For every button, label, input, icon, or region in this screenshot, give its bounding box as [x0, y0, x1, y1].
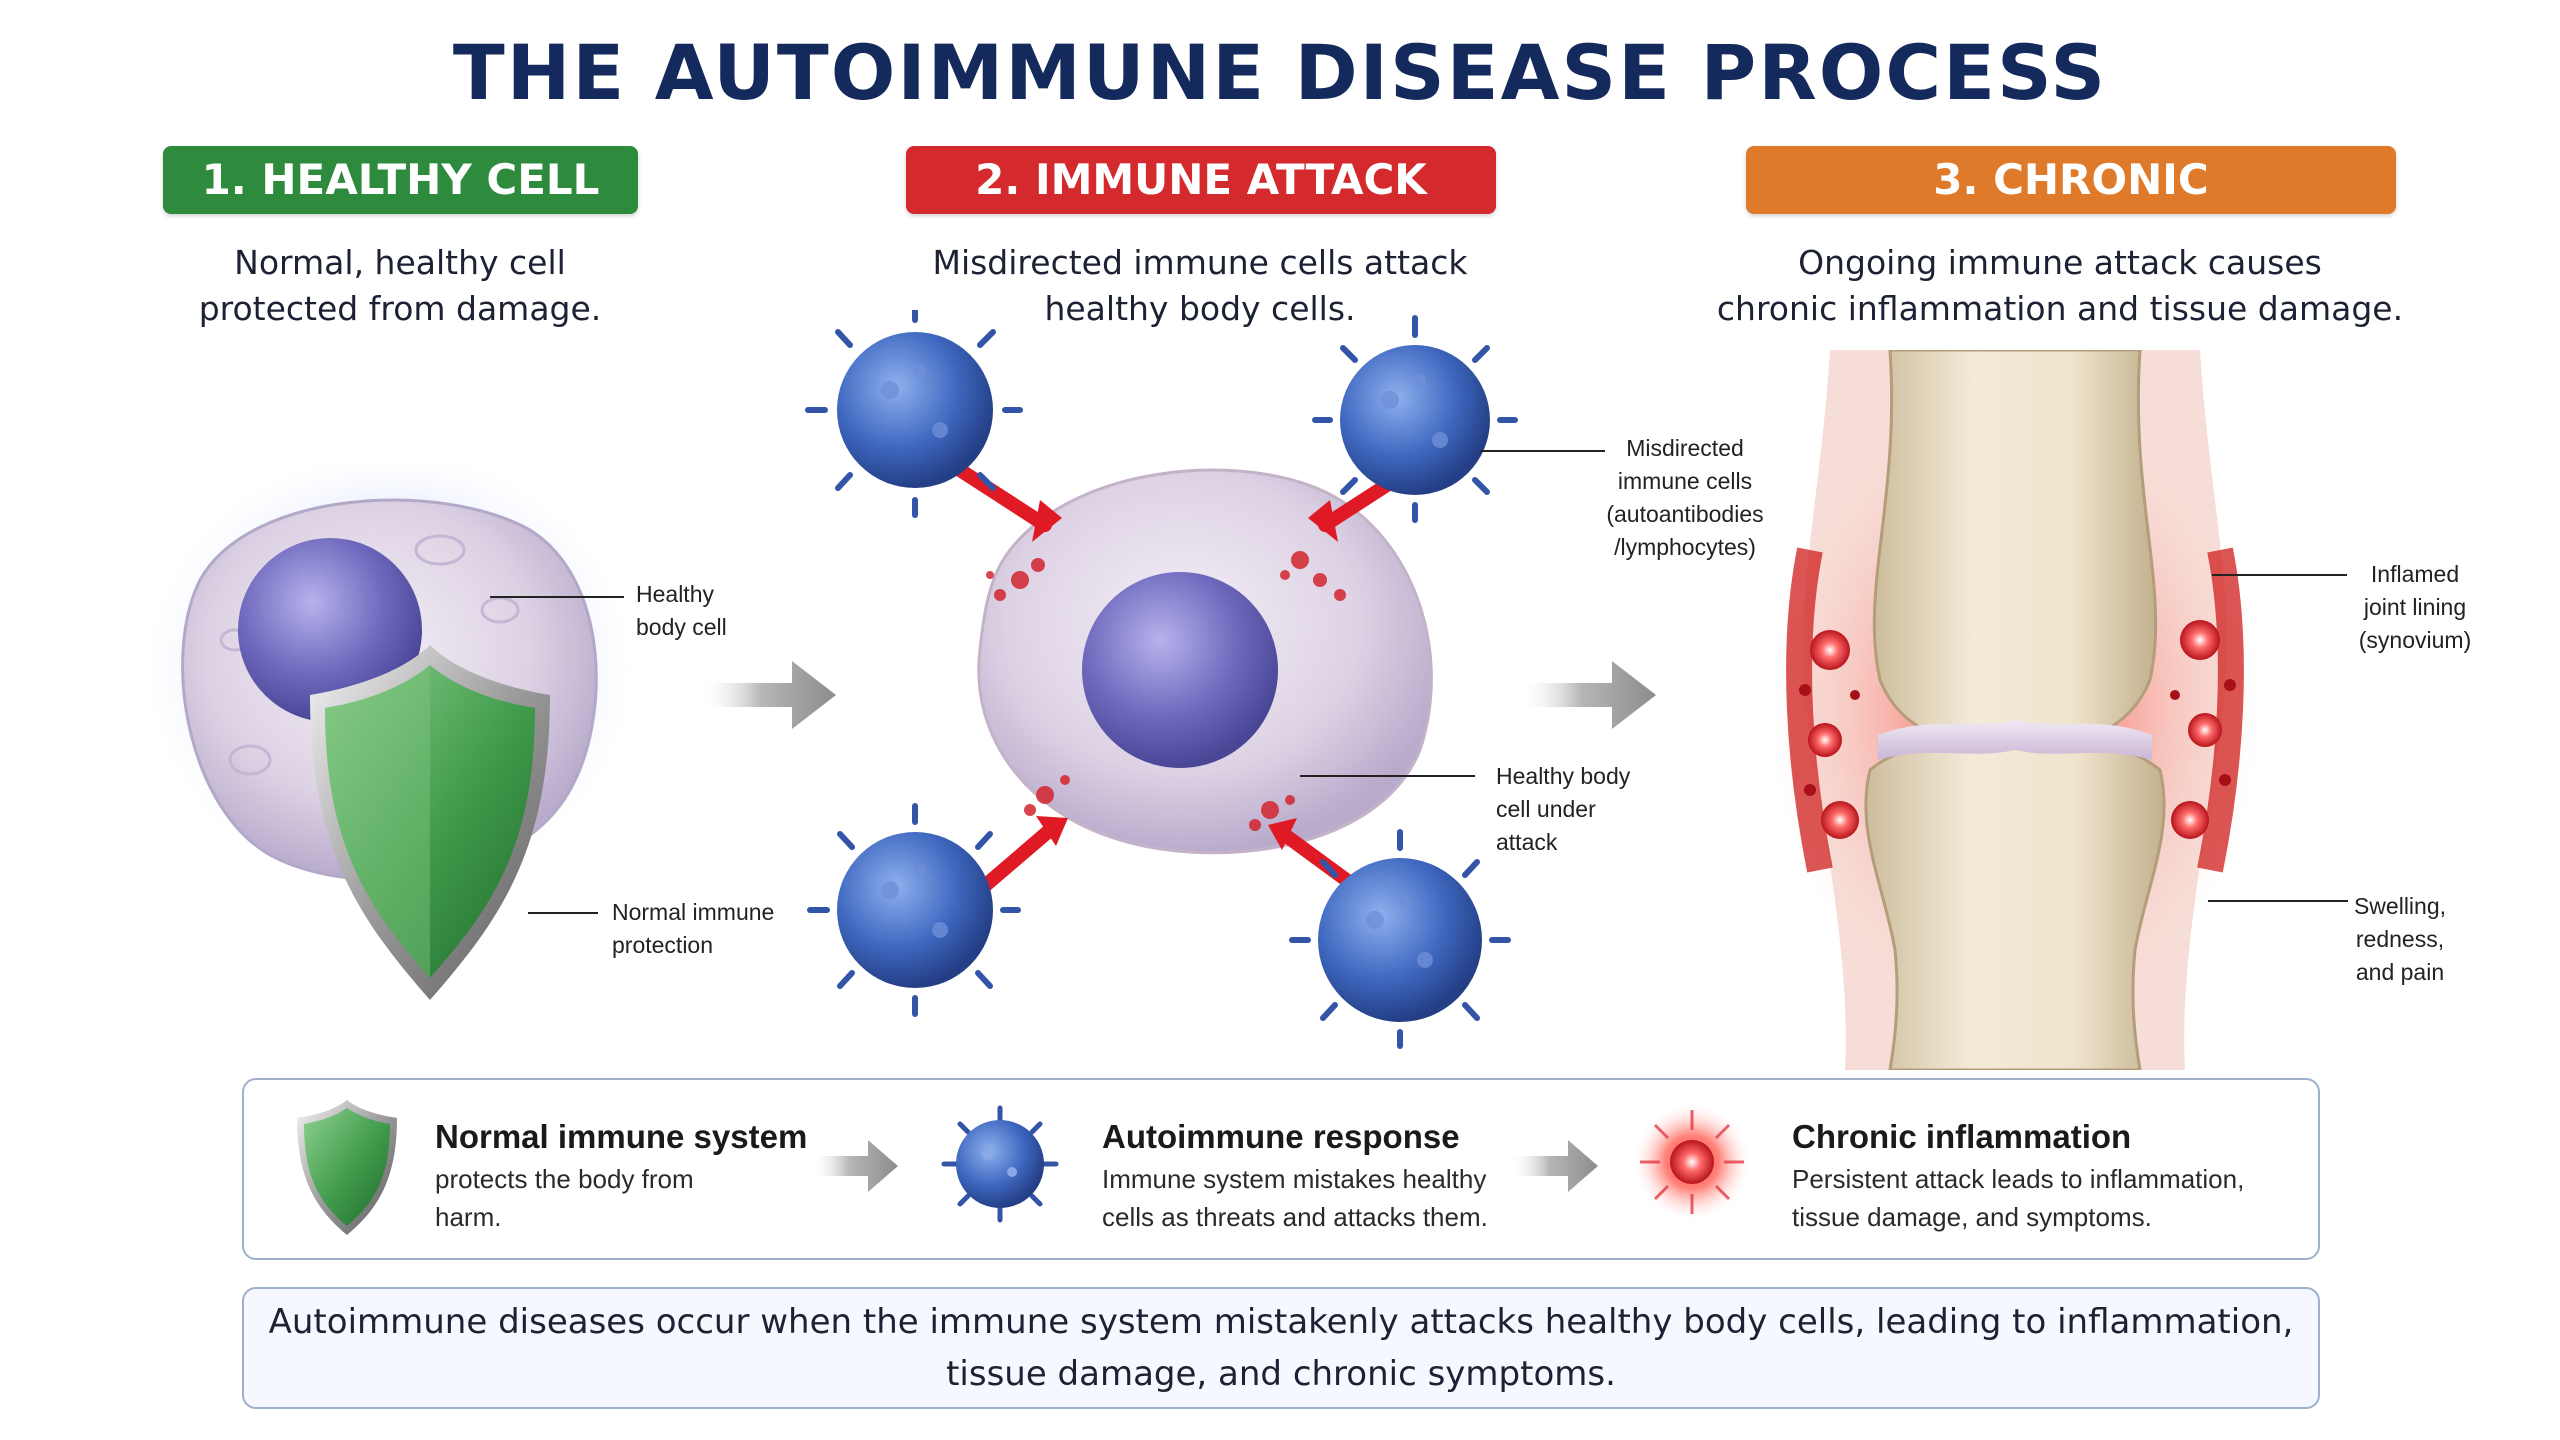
leader-under-attack	[1300, 775, 1475, 777]
stage-badge-attack: 2. IMMUNE ATTACK	[906, 146, 1496, 214]
legend-text-chronic: Persistent attack leads to inflammation,…	[1792, 1164, 2245, 1232]
legend-title-autoimmune: Autoimmune response	[1102, 1118, 1460, 1155]
summary-text: Autoimmune diseases occur when the immun…	[268, 1302, 2294, 1394]
stage-badge-healthy: 1. HEALTHY CELL	[163, 146, 638, 214]
legend-title-chronic: Chronic inflammation	[1792, 1118, 2132, 1155]
leader-inflamed-lining	[2212, 574, 2347, 576]
callout-normal-protection: Normal immune protection	[612, 899, 775, 958]
legend-arrow-2	[1510, 1140, 1598, 1192]
legend-arrow-1	[810, 1140, 898, 1192]
leader-swelling	[2208, 900, 2348, 902]
immune-cell-icon	[837, 332, 1490, 1022]
immune-cell-icon	[941, 1105, 1059, 1223]
legend-panel	[242, 1078, 2320, 1260]
legend-title-normal: Normal immune system	[435, 1118, 808, 1155]
process-arrow-2	[1520, 661, 1656, 729]
shield-icon	[297, 1100, 397, 1235]
inflammation-icon	[1632, 1102, 1752, 1222]
inflamed-joint-illustration	[1765, 350, 2265, 1070]
callout-under-attack: Healthy body cell under attack	[1496, 763, 1631, 855]
healthy-cell-illustration	[140, 460, 640, 1000]
immune-attack-illustration	[805, 310, 1518, 1049]
stage-description-healthy: Normal, healthy cell protected from dama…	[198, 243, 602, 328]
legend-text-normal: protects the body from harm.	[435, 1164, 694, 1232]
page-title: THE AUTOIMMUNE DISEASE PROCESS	[452, 28, 2108, 117]
stage-description-attack: Misdirected immune cells attack healthy …	[932, 243, 1468, 328]
stage-description-inflammation: Ongoing immune attack causes chronic inf…	[1716, 243, 2404, 328]
callout-swelling: Swelling, redness, and pain	[2353, 893, 2447, 985]
leader-healthy-cell	[490, 596, 624, 598]
process-arrow-1	[700, 661, 836, 729]
legend-text-autoimmune: Immune system mistakes healthy cells as …	[1102, 1164, 1488, 1232]
stage-badge-inflammation: 3. CHRONIC INFLAMMATION	[1746, 146, 2396, 272]
callout-misdirected: Misdirected immune cells (autoantibodies…	[1606, 435, 1764, 560]
summary-panel	[242, 1287, 2320, 1409]
leader-misdirected	[1480, 450, 1605, 452]
callout-inflamed-lining: Inflamed joint lining (synovium)	[2358, 561, 2472, 653]
shield-icon	[310, 645, 550, 1000]
leader-normal-protection	[528, 912, 598, 914]
callout-healthy-cell: Healthy body cell	[636, 581, 727, 640]
